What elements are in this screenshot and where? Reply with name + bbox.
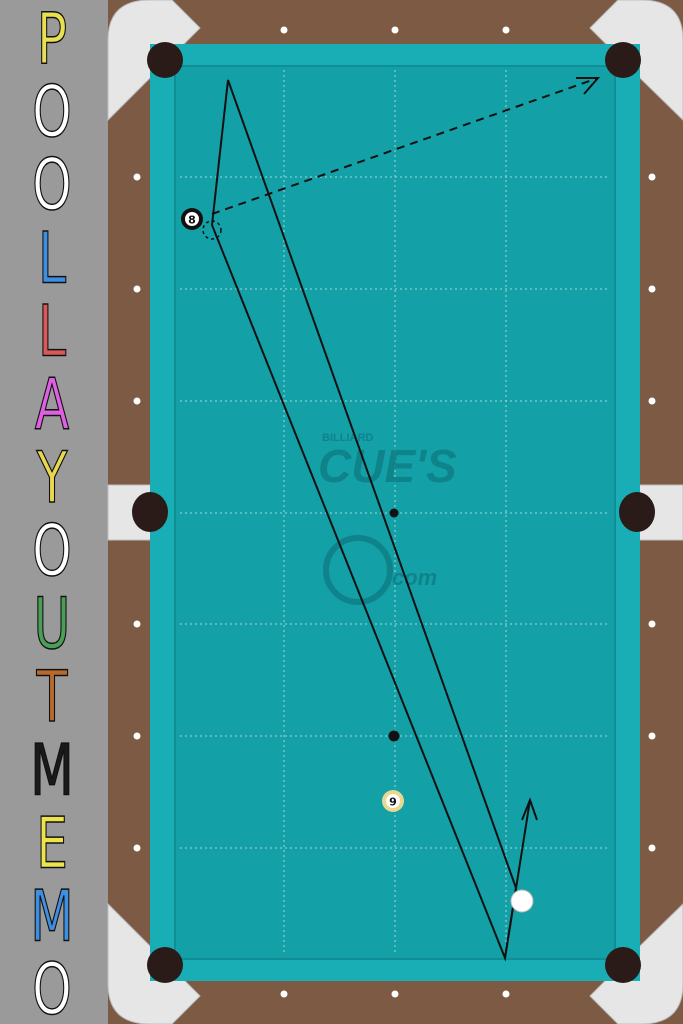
ghost-ball [202, 220, 222, 240]
title-letter: U [34, 584, 71, 665]
nine-ball: 9 [382, 790, 404, 812]
object-path-arrowhead [576, 77, 601, 95]
title-letter: A [35, 364, 70, 445]
rail-diamonds [133, 26, 656, 998]
title-letter: Y [36, 437, 68, 518]
title-letter: P [37, 0, 67, 80]
title-letter: O [32, 145, 72, 226]
cue-follow-arrow [504, 799, 531, 959]
pocket-side-left [132, 492, 168, 532]
title-letter: M [30, 876, 73, 957]
cue-ball [510, 889, 534, 913]
shot-path [202, 77, 601, 962]
title-letter: O [32, 511, 72, 592]
title-letter: M [30, 730, 73, 811]
eight-ball: 8 [181, 208, 203, 230]
pocket-top-left [147, 42, 183, 78]
watermark-suffix: com [392, 565, 437, 590]
foot-spot [388, 730, 400, 742]
watermark-small: BILLIARD [322, 432, 373, 444]
pocket-bottom-right [605, 947, 641, 983]
watermark-logo: BILLIARD CUE'S com [318, 432, 457, 605]
pocket-bottom-left [147, 947, 183, 983]
eight-ball-number: 8 [188, 214, 196, 227]
watermark-big: CUE'S [318, 440, 457, 492]
title-letter: T [36, 657, 68, 738]
title-letter: L [38, 218, 66, 299]
title-letter: L [38, 291, 66, 372]
title-letter: E [36, 803, 68, 884]
pocket-side-right [619, 492, 655, 532]
pockets [132, 42, 655, 983]
pocket-top-right [605, 42, 641, 78]
title-letter: O [32, 72, 72, 153]
center-spot [389, 508, 399, 518]
nine-ball-number: 9 [389, 796, 397, 809]
title-letter: O [32, 949, 72, 1024]
cue-follow-arrowhead [521, 797, 538, 821]
object-path-arrow [211, 77, 599, 215]
